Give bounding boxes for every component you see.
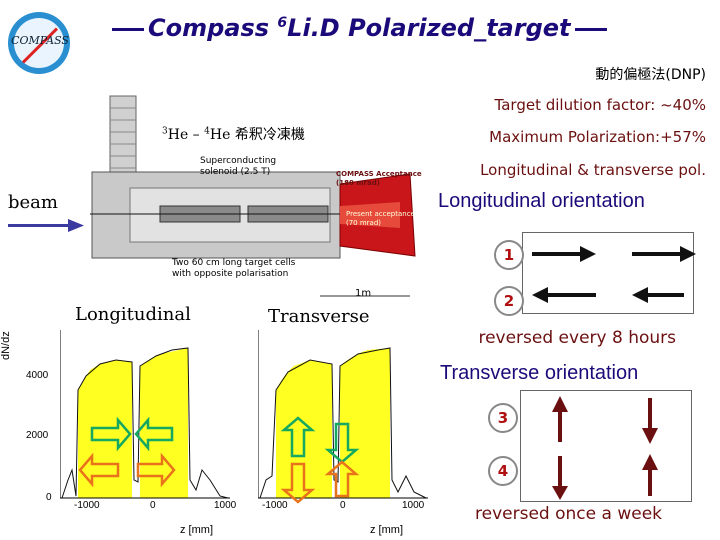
transverse-histogram: [257, 330, 428, 499]
max-polarization: Maximum Polarization:+57%: [489, 128, 706, 146]
longitudinal-cell-downstream: [140, 348, 188, 498]
beam-label: beam: [8, 192, 58, 213]
left-xtick-minus1000: -1000: [74, 500, 100, 511]
left-xlabel: z [mm]: [180, 524, 213, 536]
transverse-box: [520, 390, 692, 502]
ytick-2000: 2000: [26, 430, 49, 441]
dnp-label: 動的偏極法(DNP): [595, 67, 706, 83]
ytick-4000: 4000: [26, 370, 49, 381]
beam-arrow-icon: [8, 219, 84, 232]
longitudinal-plot-title: Longitudinal: [75, 304, 191, 325]
polarization-modes: Longitudinal & transverse pol.: [480, 161, 706, 179]
ytick-0: 0: [46, 492, 52, 503]
target-schematic: [70, 88, 430, 303]
config-1-badge: 1: [494, 240, 524, 270]
y-axis-label: dN/dz: [0, 331, 12, 360]
transverse-heading: Transverse orientation: [440, 362, 639, 384]
right-xlabel: z [mm]: [370, 524, 403, 536]
longitudinal-note: reversed every 8 hours: [478, 328, 676, 348]
longitudinal-heading: Longitudinal orientation: [438, 190, 645, 212]
longitudinal-histogram: [59, 330, 230, 499]
config-2-badge: 2: [494, 286, 524, 316]
acceptance-label: COMPASS Acceptance(180 mrad): [336, 170, 422, 187]
longitudinal-box: [522, 232, 694, 314]
left-xtick-1000: 1000: [214, 500, 237, 511]
longitudinal-plot: [59, 330, 230, 500]
compass-logo: COMPASS: [8, 12, 70, 74]
transverse-plot-title: Transverse: [268, 306, 370, 327]
present-acceptance-label: Present acceptance(70 mrad): [346, 210, 415, 227]
right-xtick-0: 0: [340, 500, 346, 511]
config-4-badge: 4: [488, 456, 518, 486]
transverse-note: reversed once a week: [475, 504, 662, 524]
title-dash-left: [112, 27, 144, 31]
left-xtick-0: 0: [150, 500, 156, 511]
present-acceptance-cone: [340, 202, 400, 228]
cryostat-label: 3He – 4He 希釈冷凍機: [162, 126, 305, 143]
schematic-drawing: [90, 95, 416, 297]
longitudinal-cell-upstream: [78, 360, 132, 498]
transverse-cell-upstream: [276, 360, 332, 498]
title-dash-right: [574, 27, 607, 31]
right-xtick-minus1000: -1000: [262, 500, 288, 511]
page-title: Compass 6Li.D Polarized_target: [108, 14, 611, 42]
transverse-plot: [257, 330, 428, 500]
scale-label: 1m: [355, 288, 372, 299]
right-xtick-1000: 1000: [402, 500, 425, 511]
config-3-badge: 3: [488, 403, 518, 433]
dilution-factor: Target dilution factor: ~40%: [494, 96, 706, 114]
transverse-cell-downstream: [340, 348, 390, 498]
